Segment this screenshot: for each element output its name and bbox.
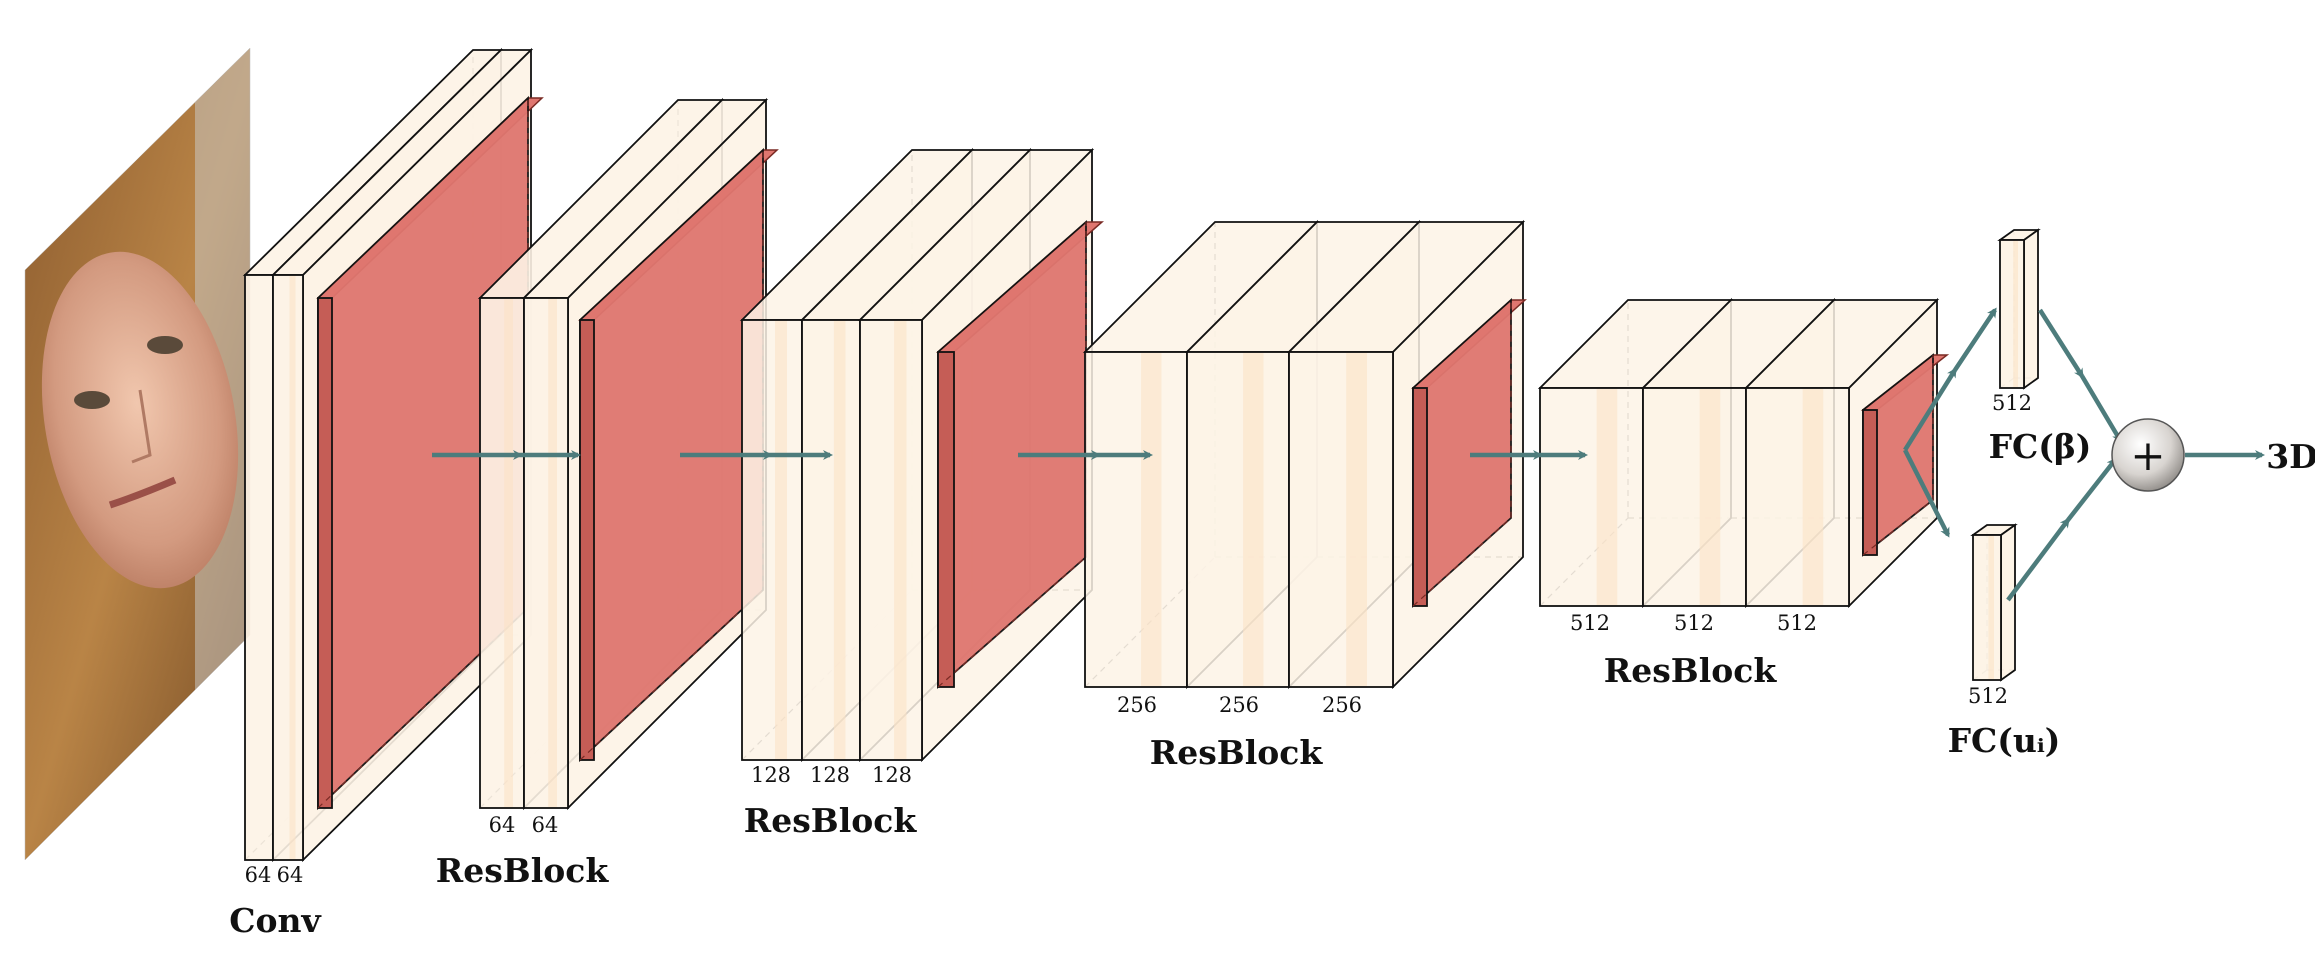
fc-u-label: FC(uᵢ) — [1948, 721, 2061, 760]
plus-symbol: + — [2130, 431, 2165, 480]
fc-layers — [1970, 228, 2041, 682]
channel-label-stage2-2: 128 — [872, 763, 912, 787]
stage-resblock-512 — [1537, 297, 1950, 609]
res256-pool-plate — [1411, 297, 1527, 609]
channel-label-stage0-0: 64 — [245, 863, 272, 887]
channel-label-stage4-0: 512 — [1570, 611, 1610, 635]
arrow-fcu-to-sum — [2006, 517, 2070, 602]
channel-label-stage2-0: 128 — [751, 763, 791, 787]
arrow-split-down — [1902, 448, 1951, 538]
channel-label-stage0-1: 64 — [277, 863, 304, 887]
conv-pool-plate — [316, 95, 544, 811]
stage-resblock-256 — [1082, 219, 1527, 690]
stage-resblock-128 — [739, 147, 1104, 763]
input-face-image — [24, 47, 251, 861]
channel-label-stage3-1: 256 — [1219, 693, 1259, 717]
stage-title-4: ResBlock — [1604, 651, 1778, 690]
arrow-fcbeta-to-sum — [2038, 308, 2084, 379]
sum-node: + — [2111, 418, 2185, 492]
stage-resblock-64 — [477, 97, 779, 811]
output-label: 3D — [2266, 437, 2315, 476]
channel-label-stage1-0: 64 — [489, 813, 516, 837]
fc-beta-channel-label: 512 — [1992, 391, 2032, 415]
fc-beta-label: FC(β) — [1989, 427, 2092, 466]
res64-pool-plate — [578, 147, 779, 763]
channel-label-stage1-1: 64 — [532, 813, 559, 837]
channel-label-stage2-1: 128 — [810, 763, 850, 787]
arrow-fcu-to-sum-2 — [2066, 457, 2117, 522]
stage-title-2: ResBlock — [744, 801, 918, 840]
stage-title-1: ResBlock — [436, 851, 610, 890]
channel-label-stage4-1: 512 — [1674, 611, 1714, 635]
stage-title-3: ResBlock — [1150, 733, 1324, 772]
stage-conv — [242, 47, 544, 863]
fc-u-channel-label: 512 — [1968, 684, 2008, 708]
stage-title-0: Conv — [229, 901, 321, 940]
fc-u-column — [1970, 523, 2018, 682]
arrow-split-up-2 — [1953, 307, 1997, 372]
arrow-fcbeta-to-sum-2 — [2080, 374, 2122, 443]
channel-label-stage3-0: 256 — [1117, 693, 1157, 717]
channel-label-stage3-2: 256 — [1322, 693, 1362, 717]
res128-pool-plate — [936, 220, 1104, 689]
fc-beta-column — [1997, 228, 2041, 390]
channel-label-stage4-2: 512 — [1777, 611, 1817, 635]
arrow-split-up-1 — [1903, 367, 1957, 452]
res512-pool-plate — [1860, 353, 1950, 557]
